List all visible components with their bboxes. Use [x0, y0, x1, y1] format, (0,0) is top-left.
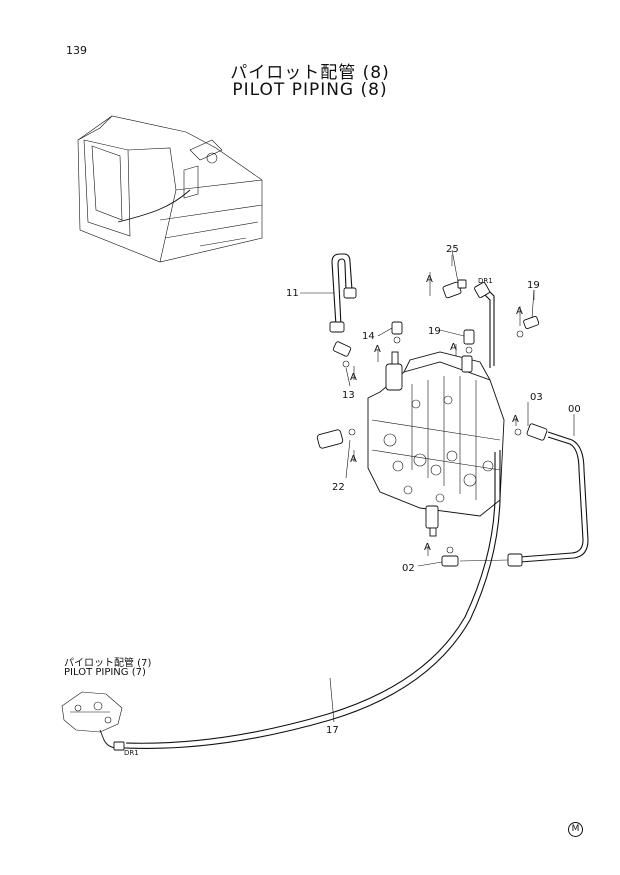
- pipe-00: [459, 431, 589, 567]
- reference-label-en: PILOT PIPING (7): [64, 667, 146, 678]
- reference-label-jp: パイロット配管 (7): [64, 658, 152, 669]
- fitting-19-center: [463, 329, 475, 354]
- page-title-en: PILOT PIPING (8): [232, 80, 388, 100]
- callout-25: 25: [446, 244, 459, 255]
- callout-14: 14: [362, 331, 375, 342]
- marker-a-02: A: [424, 542, 431, 553]
- manual-mark: M: [568, 822, 583, 837]
- drain-label-upper: DR1: [478, 277, 493, 285]
- callout-22: 22: [332, 482, 345, 493]
- marker-a-13: A: [350, 372, 357, 383]
- callout-02: 02: [402, 563, 415, 574]
- drain-pipe-upper: [474, 282, 495, 368]
- marker-a-03: A: [512, 414, 519, 425]
- fitting-13: [332, 341, 352, 368]
- marker-a-25: A: [426, 274, 433, 285]
- pilot-piping-7-component: [61, 691, 126, 751]
- page-title-jp: パイロット配管 (8): [230, 63, 390, 83]
- page-number: 139: [66, 44, 87, 57]
- fitting-25: [442, 249, 467, 299]
- pipe-11: [329, 253, 357, 333]
- marker-a-19-center: A: [450, 342, 457, 353]
- marker-a-19-right: A: [516, 306, 523, 317]
- fitting-22: [316, 428, 356, 449]
- fitting-19-right: [516, 289, 540, 338]
- fitting-02: [441, 546, 459, 567]
- marker-a-22: A: [350, 454, 357, 465]
- leader-lines: [300, 255, 575, 723]
- callout-11: 11: [286, 288, 299, 299]
- callout-17: 17: [326, 725, 339, 736]
- pipe-17: [125, 450, 501, 749]
- callout-19-center: 19: [428, 326, 441, 337]
- callout-03: 03: [530, 392, 543, 403]
- fitting-03: [514, 423, 548, 441]
- callout-19-right: 19: [527, 280, 540, 291]
- callout-13: 13: [342, 390, 355, 401]
- callout-00: 00: [568, 404, 581, 415]
- fitting-14: [391, 321, 403, 344]
- control-valve: [367, 351, 505, 537]
- excavator-overview: [77, 115, 263, 263]
- marker-a-14: A: [374, 344, 381, 355]
- drain-label-lower: DR1: [124, 749, 139, 757]
